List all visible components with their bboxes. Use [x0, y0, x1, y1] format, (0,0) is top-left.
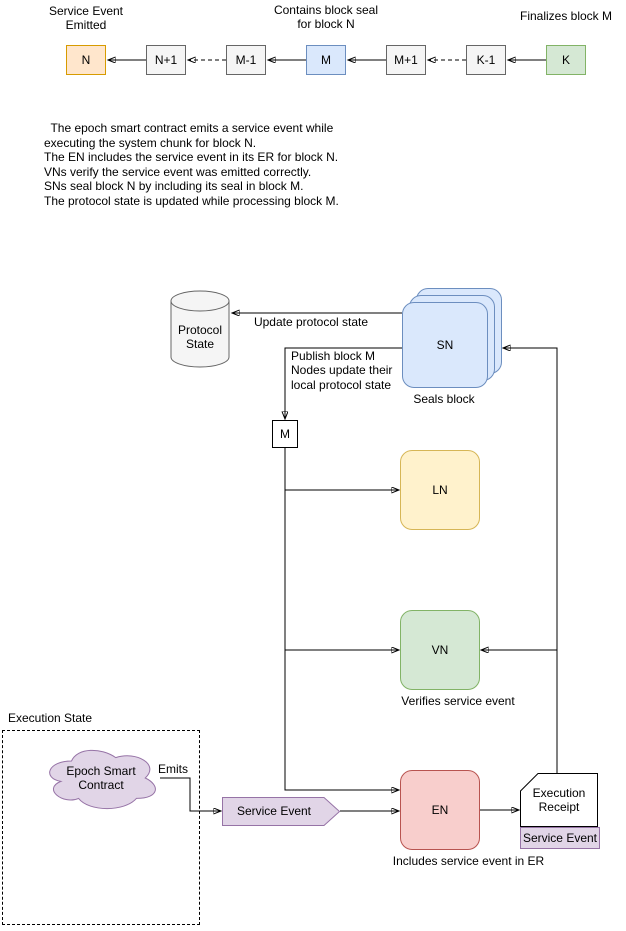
en-label: EN	[431, 802, 449, 817]
arrow-publish-block-m	[285, 347, 402, 419]
service-event-shape: Service Event	[222, 797, 341, 826]
annotation-service-event-emitted: Service Event Emitted	[48, 4, 124, 33]
block-m: M	[306, 45, 346, 75]
block-k-minus-1: K-1	[466, 45, 506, 75]
sn-label: SN	[436, 337, 454, 352]
service-event-pentagon	[222, 797, 341, 826]
execution-state-label: Execution State	[8, 711, 93, 725]
update-protocol-state-label: Update protocol state	[253, 315, 369, 329]
description-line: SNs seal block N by including its seal i…	[44, 179, 304, 193]
ln-label: LN	[432, 482, 448, 497]
description-paragraph: The epoch smart contract emits a service…	[44, 121, 424, 208]
description-line: The EN includes the service event in its…	[44, 150, 339, 164]
service-event-label: Service Event	[236, 804, 312, 819]
cylinder-top-edge	[170, 300, 230, 312]
epoch-contract-label: Epoch Smart Contract	[66, 763, 136, 792]
arrow-receipt-to-sn	[503, 348, 558, 775]
block-m-minus-1: M-1	[226, 45, 266, 75]
block-k: K	[546, 45, 586, 75]
block-m-plus-1: M+1	[386, 45, 426, 75]
description-line: The epoch smart contract emits a service…	[44, 121, 334, 135]
receipt-service-event-strip: Service Event	[520, 827, 600, 849]
receipt-polygon	[520, 773, 598, 827]
en-node: EN	[400, 770, 480, 850]
m-block-node: M	[272, 420, 298, 448]
description-line: VNs verify the service event was emitted…	[44, 164, 312, 179]
execution-receipt-shape: Execution Receipt	[520, 773, 598, 827]
description-line: The protocol state is updated while proc…	[44, 193, 339, 208]
en-caption: Includes service event in ER	[392, 854, 545, 868]
vn-node: VN	[400, 610, 480, 690]
execution-receipt-label: Execution Receipt	[532, 785, 586, 814]
publish-block-m-note: Publish block M Nodes update their local…	[291, 349, 393, 392]
annotation-contains-block-seal: Contains block seal for block N	[273, 3, 379, 32]
epoch-smart-contract-cloud: Epoch Smart Contract	[42, 744, 160, 812]
protocol-state-label: Protocol State	[177, 322, 223, 351]
annotation-finalizes-block-m: Finalizes block M	[519, 9, 613, 23]
block-n: N	[66, 45, 106, 75]
block-n-plus-1: N+1	[146, 45, 186, 75]
sn-node: SN	[402, 302, 488, 388]
vn-label: VN	[431, 642, 449, 657]
execution-state-container	[2, 730, 200, 925]
receipt-service-event-label: Service Event	[522, 830, 598, 845]
cloud-shape	[49, 749, 156, 809]
sn-caption: Seals block	[413, 392, 475, 406]
description-line: executing the system chunk for block N.	[44, 135, 257, 150]
protocol-state-cylinder: Protocol State	[170, 290, 230, 368]
emits-label: Emits	[158, 762, 188, 776]
arrow-emits	[160, 777, 221, 811]
ln-node: LN	[400, 450, 480, 530]
arrow-m-to-en	[284, 448, 399, 790]
vn-caption: Verifies service event	[401, 694, 515, 708]
